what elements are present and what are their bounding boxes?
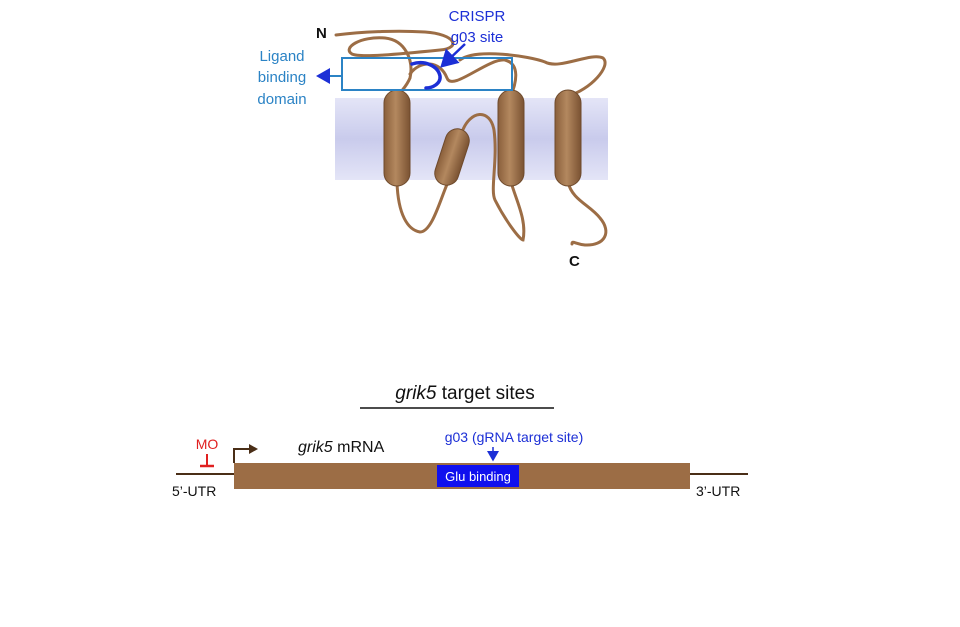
polypeptide-chain-lower	[395, 180, 450, 234]
polypeptide-chain-c-terminal	[566, 180, 608, 247]
helix-tm1	[383, 89, 411, 187]
crispr-label-line2: g03 site	[451, 29, 504, 46]
glu-binding-label: Glu binding	[445, 469, 511, 484]
helix-tm4	[554, 89, 582, 187]
mrna-label: grik5 mRNA	[298, 439, 385, 456]
polypeptide-chain-ligand-loop	[408, 58, 518, 100]
polypeptide-chain	[334, 29, 455, 102]
mo-label: MO	[196, 436, 219, 452]
transcription-start-arrow	[233, 448, 249, 463]
gene-map: grik5 target sites grik5 mRNA g03 (gRNA …	[172, 383, 748, 499]
ligand-label-line2: binding	[258, 69, 306, 86]
gene-map-title: grik5 target sites	[395, 383, 534, 404]
n-terminus-label: N	[316, 25, 327, 42]
transcription-start-arrowhead	[249, 444, 258, 454]
g03-label: g03 (gRNA target site)	[445, 429, 584, 445]
crispr-site-segment	[410, 61, 442, 90]
c-terminus-label: C	[569, 253, 580, 270]
polypeptide-chain-loop-top	[458, 52, 607, 98]
utr5-label: 5’-UTR	[172, 483, 216, 499]
crispr-label-line1: CRISPR	[449, 8, 506, 25]
protein-topology: N C CRISPR g03 site Ligand binding domai…	[257, 8, 608, 270]
crispr-arrow	[440, 43, 466, 68]
ligand-label-line1: Ligand	[259, 48, 304, 65]
glu-binding-box	[437, 465, 519, 487]
ligand-label-line3: domain	[257, 91, 306, 108]
ligand-binding-box	[341, 57, 513, 91]
utr3-label: 3’-UTR	[696, 483, 740, 499]
polypeptide-chain-lower2	[460, 113, 526, 242]
helix-pore	[434, 128, 470, 186]
helix-tm3	[497, 89, 525, 187]
